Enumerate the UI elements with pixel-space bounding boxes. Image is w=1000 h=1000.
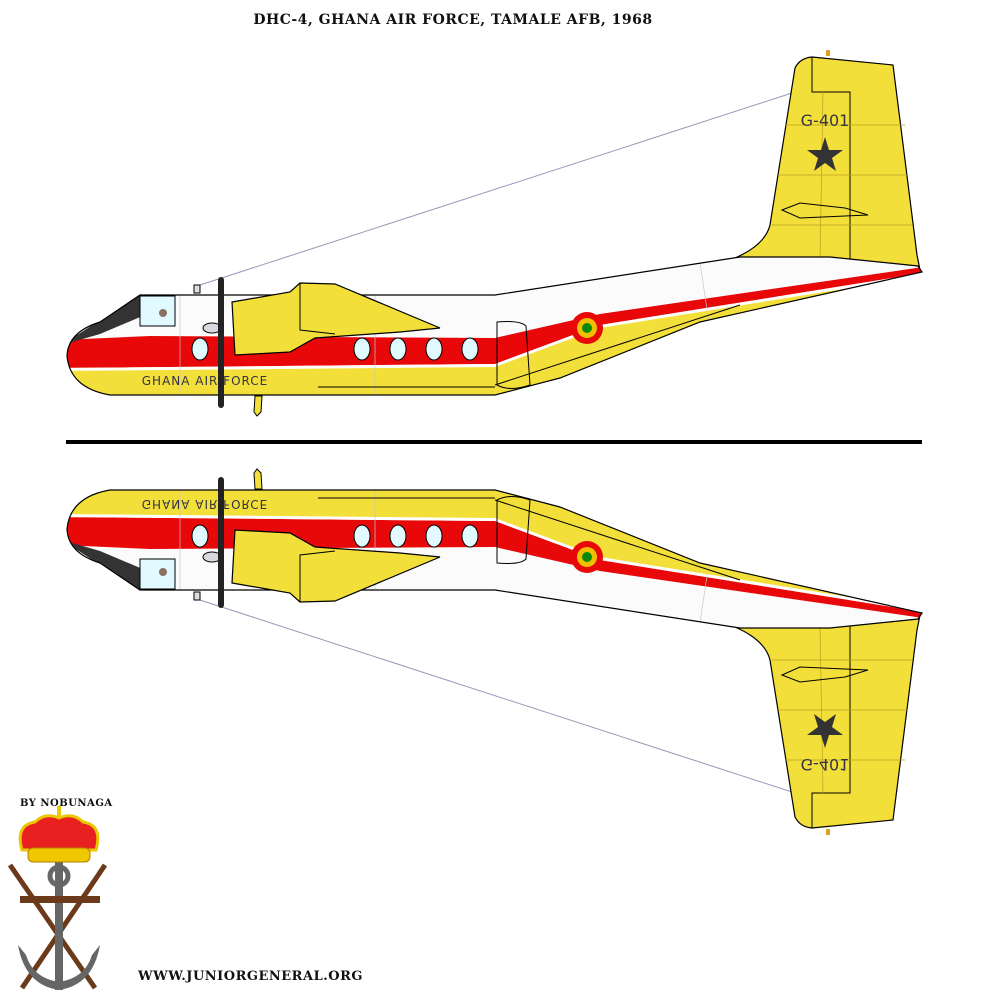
aircraft-bottom-view <box>60 469 930 835</box>
engine-nacelle <box>231 282 441 356</box>
landing-gear <box>253 395 263 417</box>
propeller-blade <box>218 277 224 408</box>
cockpit-window <box>139 295 176 327</box>
cargo-door <box>496 321 531 389</box>
nacelle-detail <box>299 283 336 335</box>
tail-light <box>826 50 830 56</box>
fuselage-detail-line <box>494 304 741 386</box>
pilot-figure <box>159 309 167 317</box>
ghana-star-icon <box>807 137 843 171</box>
page-title: DHC-4, GHANA AIR FORCE, TAMALE AFB, 1968 <box>253 12 653 28</box>
aircraft-top-view: G-401 GHANA AIR FORCE <box>66 50 923 417</box>
tail-serial: G-401 <box>801 111 850 130</box>
cabin-windows <box>191 337 479 361</box>
author-credit: BY NOBUNAGA <box>20 798 113 809</box>
fuselage-lettering: GHANA AIR FORCE <box>142 374 268 388</box>
fuselage-outline <box>66 256 923 396</box>
antenna-mast <box>193 284 201 294</box>
crown-anchor-emblem <box>7 806 108 990</box>
antenna-wire <box>199 92 793 286</box>
rudder-line <box>811 57 851 287</box>
roundel-center <box>582 323 592 333</box>
fin-panel-lines <box>772 91 912 261</box>
website-link[interactable]: WWW.JUNIORGENERAL.ORG <box>138 969 363 984</box>
tailplane <box>780 202 869 219</box>
